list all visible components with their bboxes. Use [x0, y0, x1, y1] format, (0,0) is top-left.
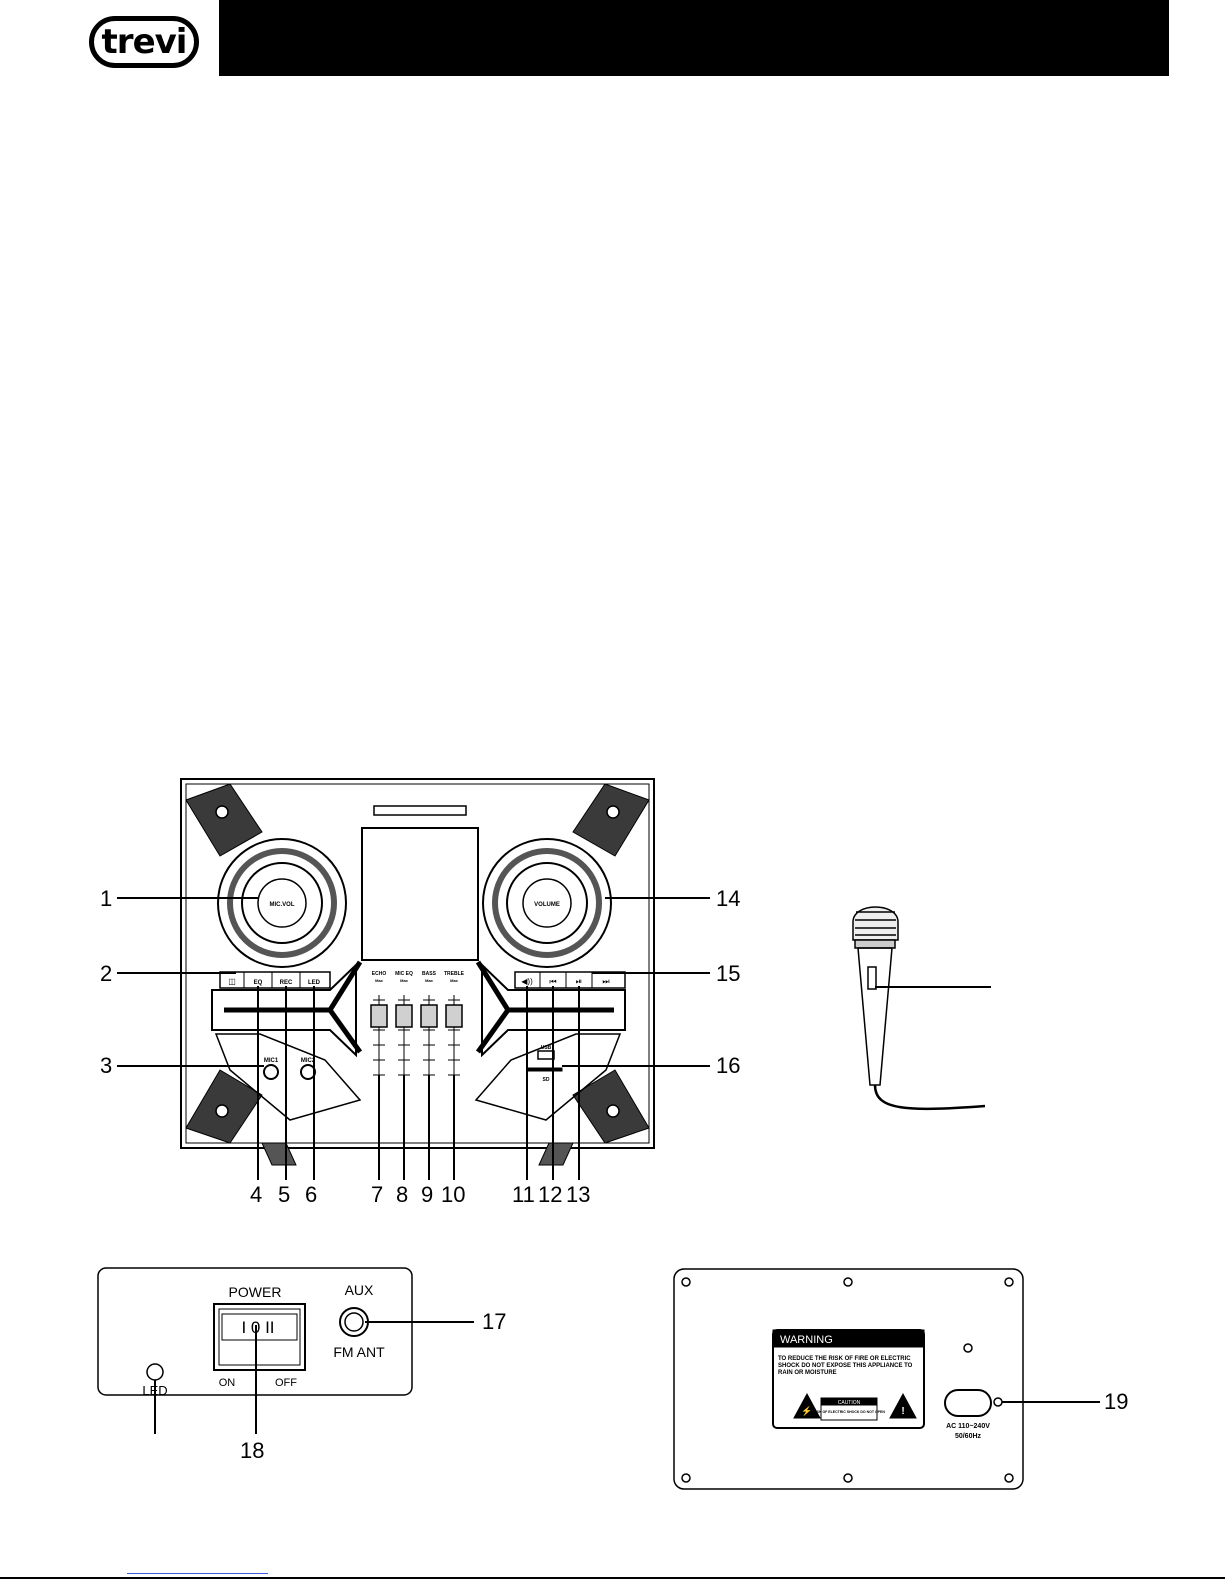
callout-19: 19: [1104, 1389, 1129, 1414]
callout-10: 10: [441, 1182, 466, 1207]
callout-4: 4: [250, 1182, 263, 1207]
rear-plate: [673, 1268, 1100, 1490]
aux-label: AUX: [345, 1282, 374, 1298]
button-led-label: LED: [308, 980, 321, 986]
slider-echo-label: ECHO: [372, 971, 387, 977]
on-label: ON: [219, 1377, 236, 1389]
callout-5: 5: [278, 1182, 291, 1207]
trevi-logo: trevi: [89, 16, 199, 68]
microphone: [852, 906, 991, 1111]
callout-8: 8: [396, 1182, 409, 1207]
callout-15: 15: [716, 961, 741, 986]
next-track-icon: ⏭: [602, 977, 609, 986]
callout-17: 17: [482, 1309, 507, 1334]
jack-mic1-label: MIC1: [264, 1058, 279, 1064]
knob-label-volume: VOLUME: [534, 902, 560, 908]
callout-16: 16: [716, 1053, 741, 1078]
led-label: LED: [142, 1383, 167, 1398]
front-leader-lines: [117, 897, 710, 1180]
callout-11: 11: [512, 1182, 535, 1207]
power-label: POWER: [229, 1284, 282, 1300]
mode-icon: ◫: [228, 977, 236, 986]
warning-text-block: TO REDUCE THE RISK OF FIRE OR ELECTRIC S…: [778, 1356, 913, 1376]
speaker-front: [180, 778, 655, 1166]
footer-rule: [0, 1577, 1225, 1579]
caution-text: RISK OF ELECTRIC SHOCK DO NOT OPEN: [813, 1410, 885, 1414]
slider-treble-max: Max: [450, 978, 459, 983]
off-label: OFF: [275, 1377, 297, 1389]
slider-treble-label: TREBLE: [444, 971, 465, 977]
jack-mic2-label: MIC2: [301, 1058, 316, 1064]
slider-bass-label: BASS: [422, 971, 437, 977]
button-eq-label: EQ: [254, 980, 263, 986]
callout-9: 9: [421, 1182, 434, 1207]
exclamation-warning-icon: !: [901, 1406, 904, 1417]
ac-input-label: AC 110~240V: [946, 1423, 990, 1430]
slider-echo-max: Max: [375, 978, 384, 983]
callout-3: 3: [100, 1053, 113, 1078]
warning-title: WARNING: [780, 1334, 833, 1346]
usb-port-label: USB: [541, 1045, 552, 1051]
callout-2: 2: [100, 961, 113, 986]
power-switch-positions: I 0 II: [241, 1318, 274, 1337]
callout-6: 6: [305, 1182, 318, 1207]
slider-mic-eq-label: MIC EQ: [395, 971, 413, 977]
slider-bass-max: Max: [425, 978, 434, 983]
previous-track-icon: ⏮: [549, 977, 556, 986]
fm-ant-label: FM ANT: [333, 1344, 385, 1360]
knob-label-mic-vol: MIC.VOL: [270, 902, 295, 908]
header-bar: [219, 0, 1169, 76]
back-panel: [97, 1267, 474, 1434]
callout-12: 12: [538, 1182, 563, 1207]
slider-mic-eq-max: Max: [400, 978, 409, 983]
footer-link-underline: [127, 1573, 268, 1574]
button-rec-label: REC: [280, 980, 293, 986]
callout-18: 18: [240, 1438, 265, 1463]
callout-13: 13: [566, 1182, 591, 1207]
callout-14: 14: [716, 886, 741, 911]
play-pause-icon: ⏯: [576, 977, 582, 986]
sd-port-label: SD: [543, 1077, 550, 1083]
callout-7: 7: [371, 1182, 384, 1207]
callout-1: 1: [100, 886, 113, 911]
frequency-label: 50/60Hz: [955, 1433, 982, 1440]
repeat-icon: ◀)): [521, 977, 533, 986]
lightning-warning-icon: ⚡: [801, 1405, 812, 1417]
caution-title: CAUTION: [838, 1400, 861, 1406]
